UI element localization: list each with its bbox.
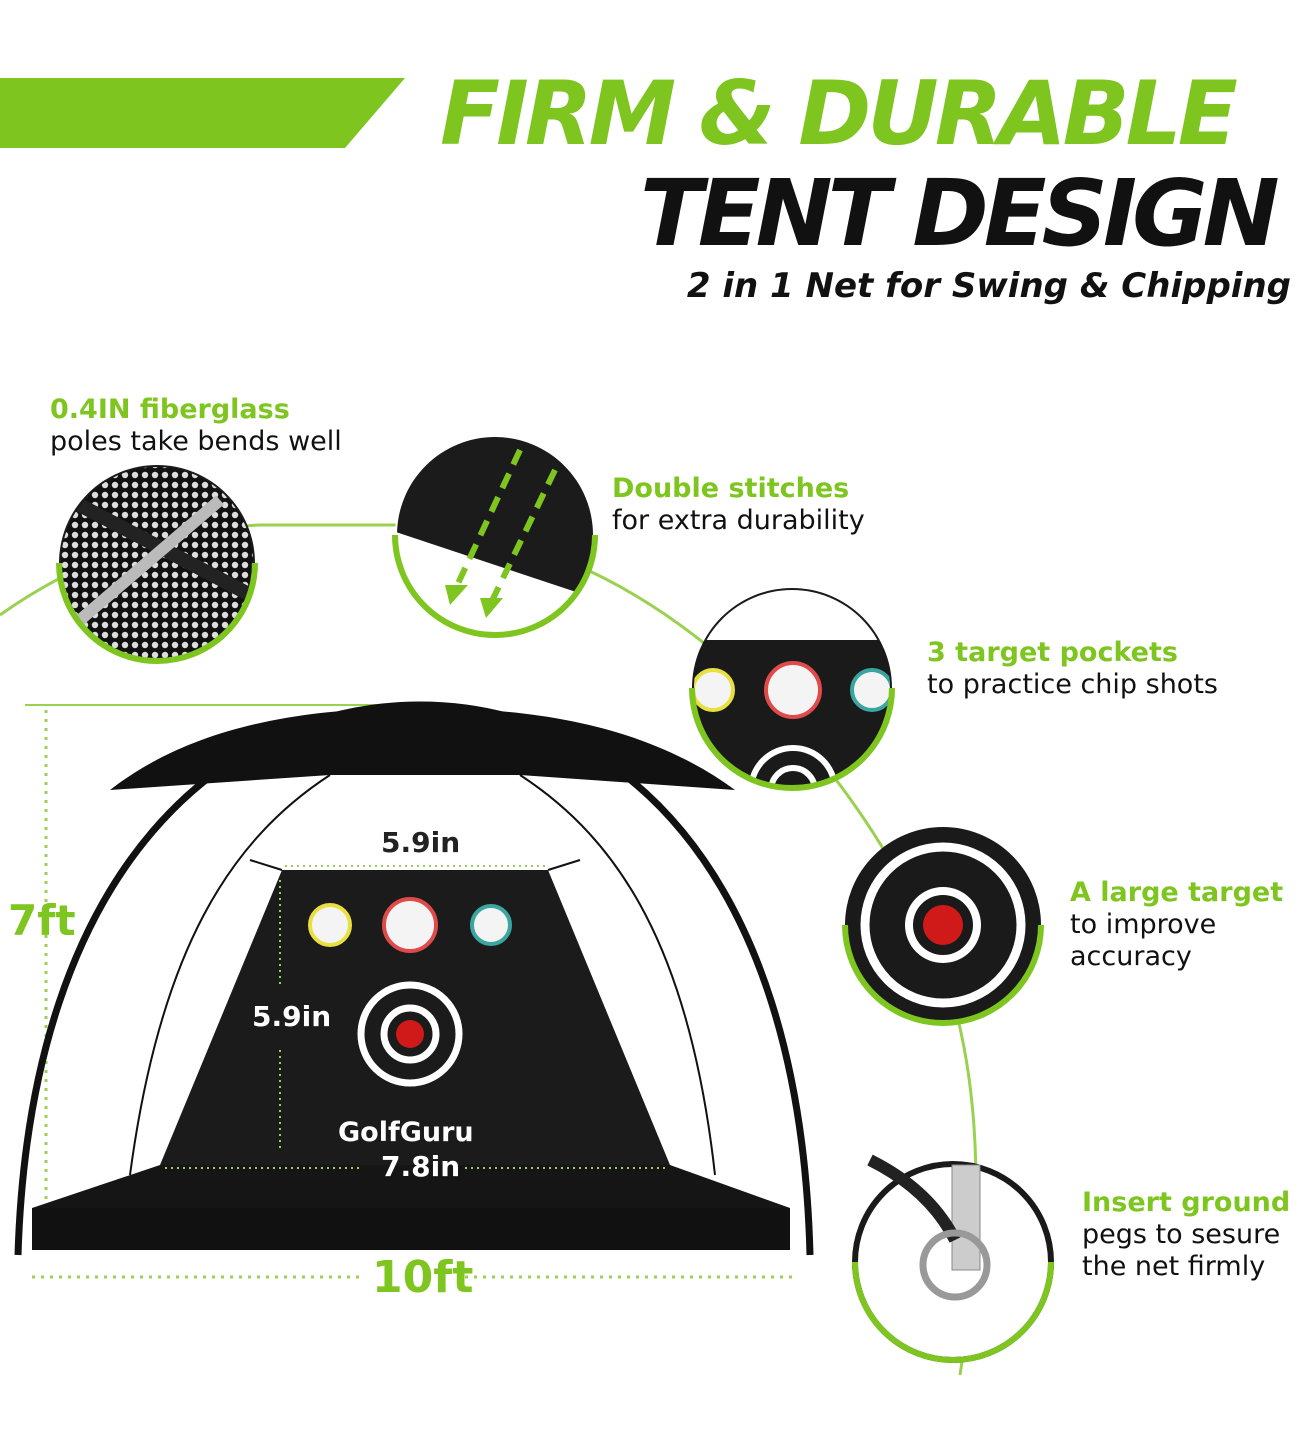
target-pockets-closeup xyxy=(689,588,895,791)
feature-highlight: Double stitches xyxy=(612,473,850,504)
feature-stitches: Double stitches for extra durability xyxy=(612,473,865,537)
feature-ground-pegs: Insert ground pegs to sesure the net fir… xyxy=(1082,1187,1290,1283)
fiberglass-pole-closeup xyxy=(56,465,258,664)
feature-text: to improve xyxy=(1070,909,1217,940)
title-line-2: TENT DESIGN xyxy=(640,160,1280,267)
feature-text: poles take bends well xyxy=(50,426,342,457)
panel-bottom-width-label: 7.8in xyxy=(381,1150,461,1183)
feature-highlight: Insert ground xyxy=(1082,1187,1291,1218)
brand-label: GolfGuru xyxy=(338,1117,474,1148)
feature-large-target: A large target to improve accuracy xyxy=(1070,877,1283,973)
subtitle: 2 in 1 Net for Swing & Chipping xyxy=(686,266,1291,306)
feature-text: for extra durability xyxy=(612,505,865,536)
feature-fiberglass: 0.4IN fiberglass poles take bends well xyxy=(50,394,342,458)
tent-height-label: 7ft xyxy=(8,896,76,945)
feature-pockets: 3 target pockets to practice chip shots xyxy=(927,637,1218,701)
green-banner-bar xyxy=(0,78,405,148)
feature-text: pegs to sesure xyxy=(1082,1219,1281,1250)
feature-text: the net firmly xyxy=(1082,1251,1266,1282)
feature-highlight: 0.4IN fiberglass xyxy=(50,394,290,425)
ground-peg-closeup xyxy=(852,1154,1054,1363)
golf-net-tent xyxy=(14,701,814,1279)
title-line-1: FIRM & DURABLE xyxy=(440,62,1238,165)
feature-highlight: A large target xyxy=(1070,877,1284,908)
panel-height-label: 5.9in xyxy=(252,1000,332,1033)
double-stitch-closeup xyxy=(392,435,598,638)
feature-text: accuracy xyxy=(1070,941,1192,972)
panel-top-width-label: 5.9in xyxy=(381,826,461,859)
feature-text: to practice chip shots xyxy=(927,669,1218,700)
large-target-closeup xyxy=(842,827,1044,1026)
feature-highlight: 3 target pockets xyxy=(927,637,1178,668)
tent-width-label: 10ft xyxy=(372,1252,474,1303)
